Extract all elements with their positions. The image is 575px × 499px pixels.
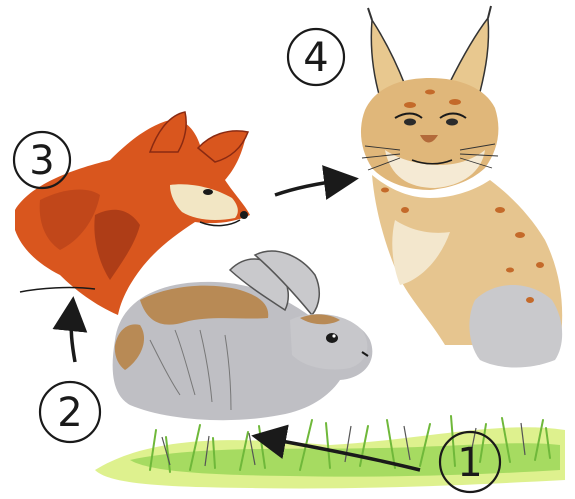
stage-3-number: 3 (29, 138, 54, 184)
stage-1-number: 1 (457, 440, 482, 486)
stage-2-marker: 2 (40, 382, 100, 442)
arrow-rabbit-to-fox (71, 310, 75, 362)
stage-4-marker: 4 (288, 29, 344, 85)
rabbit-illustration (113, 251, 373, 420)
arrow-fox-to-lynx (275, 180, 345, 195)
lynx-illustration (361, 6, 562, 368)
stage-3-marker: 3 (14, 132, 70, 188)
stage-2-number: 2 (57, 390, 82, 436)
stage-4-number: 4 (303, 35, 328, 81)
